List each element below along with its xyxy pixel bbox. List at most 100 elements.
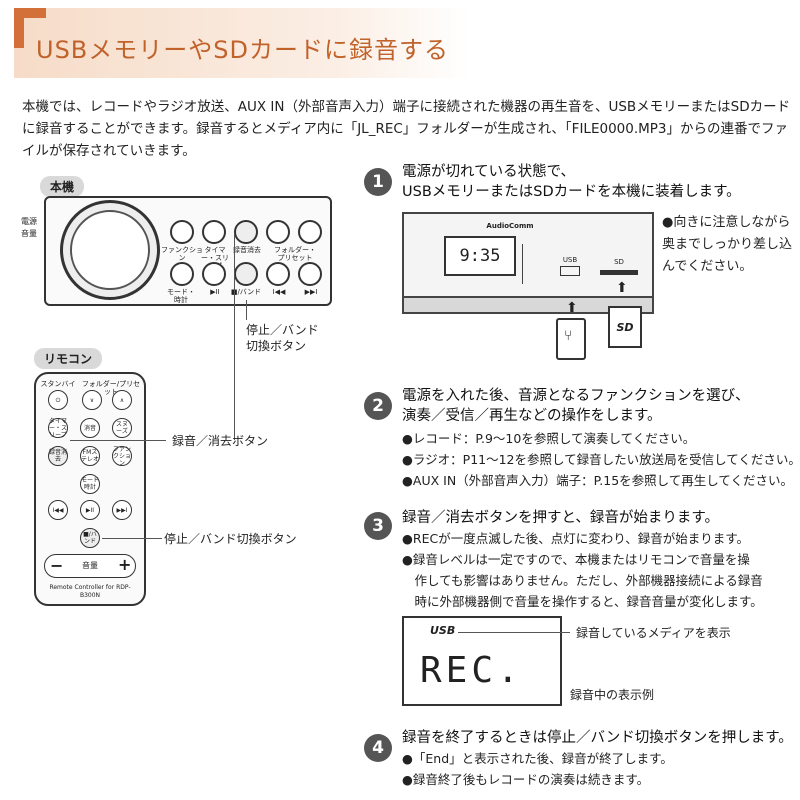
remote-folder-down-button[interactable]: ∨ <box>82 390 102 410</box>
callout-line <box>246 300 247 320</box>
header-accent <box>14 8 24 48</box>
remote-function-button[interactable]: ファンクション <box>112 445 132 467</box>
remote-snooze-button[interactable]: スヌーズ <box>112 418 132 438</box>
step-3-title-line: 録音／消去ボタンを押すと、録音が始まります。 <box>402 510 719 526</box>
remote-folder-up-button[interactable]: ∧ <box>112 390 132 410</box>
arrow-up-icon: ⬆ <box>566 300 578 316</box>
volume-minus-icon: − <box>50 556 64 575</box>
unit-next-label: ▶▶I <box>304 288 318 296</box>
sd-card-icon: SD <box>608 306 642 348</box>
remote-label: リモコン <box>34 348 103 369</box>
volume-plus-icon: + <box>118 555 132 574</box>
usb-symbol-icon: ⑂ <box>564 328 573 344</box>
step-3-badge: 3 <box>364 512 392 540</box>
remote-stop-band-callout: 停止／バンド切換ボタン <box>164 532 297 546</box>
usb-slot <box>560 266 580 276</box>
remote-fm-text: FMステレオ <box>81 449 100 463</box>
sd-slot-label: SD <box>614 258 624 266</box>
lcd-display: 9:35 <box>444 236 516 276</box>
remote-folder-label: フォルダー/プリセット <box>81 380 141 396</box>
unit-illustration-base <box>402 298 654 314</box>
step-2-title-line: 電源を入れた後、音源となるファンクションを選び、 <box>402 388 750 404</box>
header-band <box>14 8 470 78</box>
remote-model-text: Remote Controller for RDP-B300N <box>49 584 131 599</box>
step-4-badge: 4 <box>364 734 392 762</box>
unit-play-label: ▶II <box>210 288 220 296</box>
step-2-bullet: ●AUX IN（外部音声入力）端子：P.15を参照して再生してください。 <box>402 473 794 488</box>
arrow-up-icon: ⬆ <box>616 280 628 296</box>
step-1-title-line: USBメモリーまたはSDカードを本機に装着します。 <box>402 184 741 200</box>
unit-mode-label: モード・時計 <box>167 288 195 304</box>
step-2-title: 電源を入れた後、音源となるファンクションを選び、 演奏／受信／再生などの操作をし… <box>402 386 750 426</box>
remote-standby-label: スタンバイ <box>40 380 76 388</box>
unit-rec-delete-button[interactable] <box>234 220 258 244</box>
step-1-title: 電源が切れている状態で、 USBメモリーまたはSDカードを本機に装着します。 <box>402 162 741 202</box>
unit-play-pause-button[interactable] <box>202 262 226 286</box>
remote-standby-button[interactable]: ⏻ <box>48 390 68 410</box>
unit-rec-label: 録音消去 <box>233 246 261 254</box>
remote-play-pause-button[interactable]: ▶II <box>80 500 100 520</box>
remote-stop-text: ■/バンド <box>83 531 97 545</box>
usb-stick-icon <box>556 318 586 360</box>
unit-timer-sleep-button[interactable] <box>202 220 226 244</box>
unit-stop-label: ■/バンド <box>230 288 262 296</box>
remote-stop-band-button[interactable]: ■/バンド <box>80 528 100 548</box>
unit-stop-band-callout: 停止／バンド切換ボタン <box>246 323 319 353</box>
remote-volume-rocker[interactable] <box>44 554 136 578</box>
unit-folder-label: フォルダー・プリセット <box>274 246 316 262</box>
power-label: 電源 <box>21 217 37 226</box>
intro-text: 本機では、レコードやラジオ放送、AUX IN（外部音声入力）端子に接続された機器… <box>22 96 792 162</box>
unit-prev-button[interactable] <box>266 262 290 286</box>
remote-mode-clock-button[interactable]: モード時計 <box>80 474 100 494</box>
remote-volume-label: 音量 <box>82 561 98 570</box>
header-accent-top <box>14 8 46 18</box>
remote-mute-button[interactable]: 消音 <box>80 418 100 438</box>
rec-usb-indicator: USB <box>430 624 456 637</box>
step-1-note: ●向きに注意しながら奥までしっかり差し込んでください。 <box>662 215 793 274</box>
page-title: USBメモリーやSDカードに録音する <box>36 36 449 64</box>
step-4-bullet: ●「End」と表示された後、録音が終了します。 <box>402 751 673 766</box>
example-caption: 録音中の表示例 <box>570 688 655 702</box>
step-4-bullet: ●録音終了後もレコードの演奏は続きます。 <box>402 772 650 787</box>
usb-slot-label: USB <box>562 256 578 264</box>
step-4-bullets: ●「End」と表示された後、録音が終了します。 ●録音終了後もレコードの演奏は続… <box>402 748 673 790</box>
volume-label: 音量 <box>21 229 37 238</box>
unit-next-button[interactable] <box>298 262 322 286</box>
step-4-title-line: 録音を終了するときは停止／バンド切換ボタンを押します。 <box>402 730 793 746</box>
remote-next-button[interactable]: ▶▶I <box>112 500 132 520</box>
sd-slot <box>600 270 638 275</box>
panel-divider <box>522 244 523 284</box>
remote-rec-delete-button[interactable]: 録音消去 <box>48 446 68 466</box>
remote-function-text: ファンクション <box>113 445 132 467</box>
callout-line-stop <box>102 538 162 539</box>
unit-mode-clock-button[interactable] <box>170 262 194 286</box>
rec-text: REC. <box>420 650 523 691</box>
step-2-bullet: ●ラジオ：P11〜12を参照して録音したい放送局を受信してください。 <box>402 452 800 467</box>
intro-line: 本機では、レコードやラジオ放送、AUX IN（外部音声入力）端子に接続された機器… <box>22 99 791 115</box>
remote-timer-button[interactable]: タイマー・スリープ <box>48 417 68 439</box>
remote-prev-button[interactable]: I◀◀ <box>48 500 68 520</box>
callout-line-rec <box>70 440 166 441</box>
unit-stop-band-button[interactable] <box>234 262 258 286</box>
step-2-badge: 2 <box>364 392 392 420</box>
step-2-bullet: ●レコード：P.9〜10を参照して演奏してください。 <box>402 431 696 446</box>
step-3-bullet: 作しても影響はありません。ただし、外部機器接続による録音 <box>402 573 763 588</box>
media-callout: 録音しているメディアを表示 <box>576 626 731 640</box>
remote-mute-text: 消音 <box>83 424 96 432</box>
unit-folder-up-button[interactable] <box>298 220 322 244</box>
rec-display-example <box>402 616 562 706</box>
step-4-title: 録音を終了するときは停止／バンド切換ボタンを押します。 <box>402 728 793 748</box>
remote-mode-text: モード時計 <box>81 477 100 491</box>
step-3-bullet: 時に外部機器側で音量を操作すると、録音音量が変化します。 <box>402 594 763 609</box>
section-header: USBメモリーやSDカードに録音する <box>0 0 800 88</box>
remote-timer-text: タイマー・スリープ <box>49 417 68 439</box>
unit-label: 本機 <box>40 176 85 197</box>
step-1-badge: 1 <box>364 168 392 196</box>
unit-folder-down-button[interactable] <box>266 220 290 244</box>
remote-rec-delete-callout: 録音／消去ボタン <box>172 434 269 448</box>
step-2-title-line: 演奏／受信／再生などの操作をします。 <box>402 408 662 424</box>
step-3-bullets: ●RECが一度点滅した後、点灯に変わり、録音が始まります。 ●録音レベルは一定で… <box>402 528 763 612</box>
remote-fm-stereo-button[interactable]: FMステレオ <box>80 446 100 466</box>
intro-line: に録音することができます。録音するとメディア内に「JL_REC」フォルダーが生成… <box>22 121 789 137</box>
unit-function-button[interactable] <box>170 220 194 244</box>
